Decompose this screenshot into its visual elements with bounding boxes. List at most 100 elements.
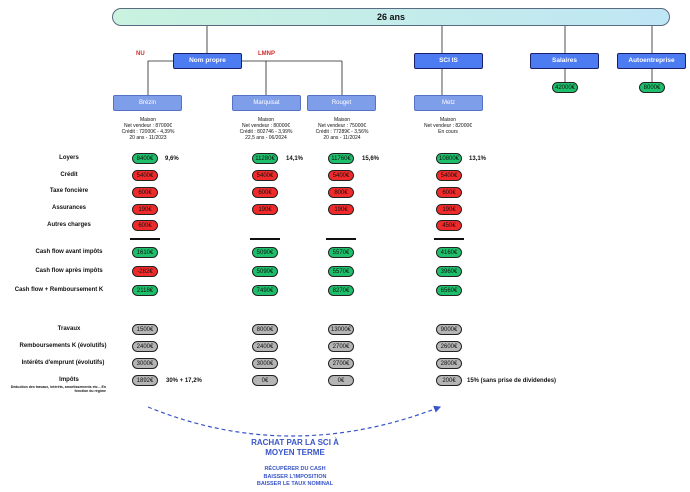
- metz-remb: 2600€: [436, 341, 462, 352]
- metz-cf-avant: 4160€: [436, 247, 462, 258]
- group-nom-propre[interactable]: Nom propre: [173, 53, 242, 69]
- rouget-loyers: 11760€: [328, 153, 354, 164]
- marquisat-loyers-pct: 14,1%: [286, 156, 304, 162]
- conclusion-item: BAISSER L'IMPOSITION: [263, 473, 327, 480]
- marquisat-taxe: 600€: [252, 187, 278, 198]
- property-marquisat[interactable]: Marquisat: [232, 95, 301, 111]
- conclusion-item: RÉCUPÉRER DU CASH: [264, 466, 326, 472]
- rouget-cf-apres: 5570€: [328, 266, 354, 277]
- row-label-autres-charges: Autres charges: [47, 222, 91, 228]
- brezin-autres: 600€: [132, 220, 158, 231]
- brezin-taxe: 600€: [132, 187, 158, 198]
- property-metz[interactable]: Metz: [414, 95, 483, 111]
- metz-impots: 200€: [436, 375, 462, 386]
- desc-line: Net vendeur : 82000€: [423, 123, 473, 129]
- row-label-cf-avant: Cash flow avant impôts: [35, 249, 103, 255]
- desc-line: 20 ans - 11/2024: [323, 135, 361, 141]
- salaires-value: 42000€: [552, 82, 578, 93]
- rouget-taxe: 800€: [328, 187, 354, 198]
- group-sci-is[interactable]: SCI IS: [414, 53, 483, 69]
- desc-line: Crédit : 77289€ - 3,56%: [315, 129, 369, 135]
- desc-line: En cours: [438, 129, 458, 135]
- rouget-loyers-pct: 15,6%: [362, 156, 380, 162]
- metz-loyers-pct: 13,1%: [469, 156, 487, 162]
- brezin-cf-apres: -282€: [132, 266, 158, 277]
- rouget-divider: [326, 238, 356, 240]
- metz-interets: 2800€: [436, 358, 462, 369]
- rouget-impots: 0€: [328, 375, 354, 386]
- metz-taxe: 600€: [436, 187, 462, 198]
- brezin-cf-avant: 1610€: [132, 247, 158, 258]
- row-label-credit: Crédit: [60, 172, 78, 178]
- metz-impots-note: 15% (sans prise de dividendes): [467, 378, 557, 384]
- rouget-travaux: 13000€: [328, 324, 354, 335]
- property-brezin-desc: Maison Net vendeur : 87000€ Crédit : 720…: [108, 117, 188, 141]
- conclusion-title-line1: RACHAT PAR LA SCI À: [251, 438, 339, 447]
- brezin-loyers-pct: 9,6%: [165, 156, 179, 162]
- row-label-impots: Impôts: [59, 377, 79, 383]
- age-banner: 26 ans: [112, 8, 670, 26]
- desc-line: Net vendeur : 75000€: [317, 123, 367, 129]
- desc-line: Net vendeur : 87000€: [123, 123, 173, 129]
- property-brezin[interactable]: Brézin: [113, 95, 182, 111]
- row-label-assurances: Assurances: [51, 205, 87, 211]
- brezin-divider: [130, 238, 160, 240]
- metz-assurances: 190€: [436, 204, 462, 215]
- desc-line: Maison: [439, 117, 457, 123]
- rouget-credit: 5400€: [328, 170, 354, 181]
- brezin-cf-remb: 2118€: [132, 285, 158, 296]
- tag-nu: NU: [136, 51, 145, 57]
- marquisat-assurances: 190€: [252, 204, 278, 215]
- tag-lmnp: LMNP: [258, 51, 275, 57]
- row-label-loyers: Loyers: [59, 155, 79, 161]
- property-metz-desc: Maison Net vendeur : 82000€ En cours: [408, 117, 488, 135]
- brezin-interets: 3000€: [132, 358, 158, 369]
- conclusion-list: RÉCUPÉRER DU CASH BAISSER L'IMPOSITION B…: [225, 466, 365, 489]
- rouget-cf-remb: 8270€: [328, 285, 354, 296]
- conclusion-title: RACHAT PAR LA SCI À MOYEN TERME: [225, 438, 365, 458]
- desc-line: Crédit : 802746 - 3,99%: [239, 129, 293, 135]
- metz-credit: 5400€: [436, 170, 462, 181]
- autoentreprise-value: 8000€: [639, 82, 665, 93]
- desc-line: Maison: [333, 117, 351, 123]
- property-rouget-desc: Maison Net vendeur : 75000€ Crédit : 772…: [302, 117, 382, 141]
- metz-cf-apres: 3960€: [436, 266, 462, 277]
- marquisat-travaux: 8000€: [252, 324, 278, 335]
- brezin-impots-note: 30% + 17,2%: [166, 378, 202, 384]
- dashed-arrow: [147, 405, 442, 437]
- marquisat-impots: 0€: [252, 375, 278, 386]
- conclusion-title-line2: MOYEN TERME: [265, 448, 325, 457]
- group-autoentreprise[interactable]: Autoentreprise: [617, 53, 686, 69]
- brezin-loyers: 8400€: [132, 153, 158, 164]
- metz-travaux: 9000€: [436, 324, 462, 335]
- row-label-remboursements: Remboursements K (évolutifs): [19, 343, 107, 349]
- marquisat-remb: 2400€: [252, 341, 278, 352]
- property-marquisat-desc: Maison Net vendeur : 80000€ Crédit : 802…: [226, 117, 306, 141]
- connector-lines: [147, 26, 653, 95]
- desc-line: Net vendeur : 80000€: [241, 123, 291, 129]
- brezin-assurances: 190€: [132, 204, 158, 215]
- metz-cf-remb: 6560€: [436, 285, 462, 296]
- desc-line: 22,5 ans - 06/2024: [245, 135, 287, 141]
- marquisat-cf-avant: 5090€: [252, 247, 278, 258]
- desc-line: Crédit : 72000€ - 4,39%: [121, 129, 175, 135]
- group-salaires[interactable]: Salaires: [530, 53, 599, 69]
- rouget-assurances: 190€: [328, 204, 354, 215]
- row-label-cf-apres: Cash flow après impôts: [35, 268, 103, 274]
- metz-divider: [434, 238, 464, 240]
- metz-loyers: 10800€: [436, 153, 462, 164]
- marquisat-cf-apres: 5090€: [252, 266, 278, 277]
- conclusion-item: BAISSER LE TAUX NOMINAL: [256, 481, 334, 487]
- desc-line: Maison: [257, 117, 275, 123]
- marquisat-interets: 3000€: [252, 358, 278, 369]
- rouget-interets: 2700€: [328, 358, 354, 369]
- rouget-remb: 2700€: [328, 341, 354, 352]
- marquisat-loyers: 11280€: [252, 153, 278, 164]
- brezin-remb: 2400€: [132, 341, 158, 352]
- property-rouget[interactable]: Rouget: [307, 95, 376, 111]
- metz-autres: 450€: [436, 220, 462, 231]
- desc-line: 20 ans - 11/2023: [129, 135, 167, 141]
- brezin-travaux: 1500€: [132, 324, 158, 335]
- impots-note: Déduction des travaux, intérêts, amortis…: [10, 385, 106, 393]
- marquisat-cf-remb: 7490€: [252, 285, 278, 296]
